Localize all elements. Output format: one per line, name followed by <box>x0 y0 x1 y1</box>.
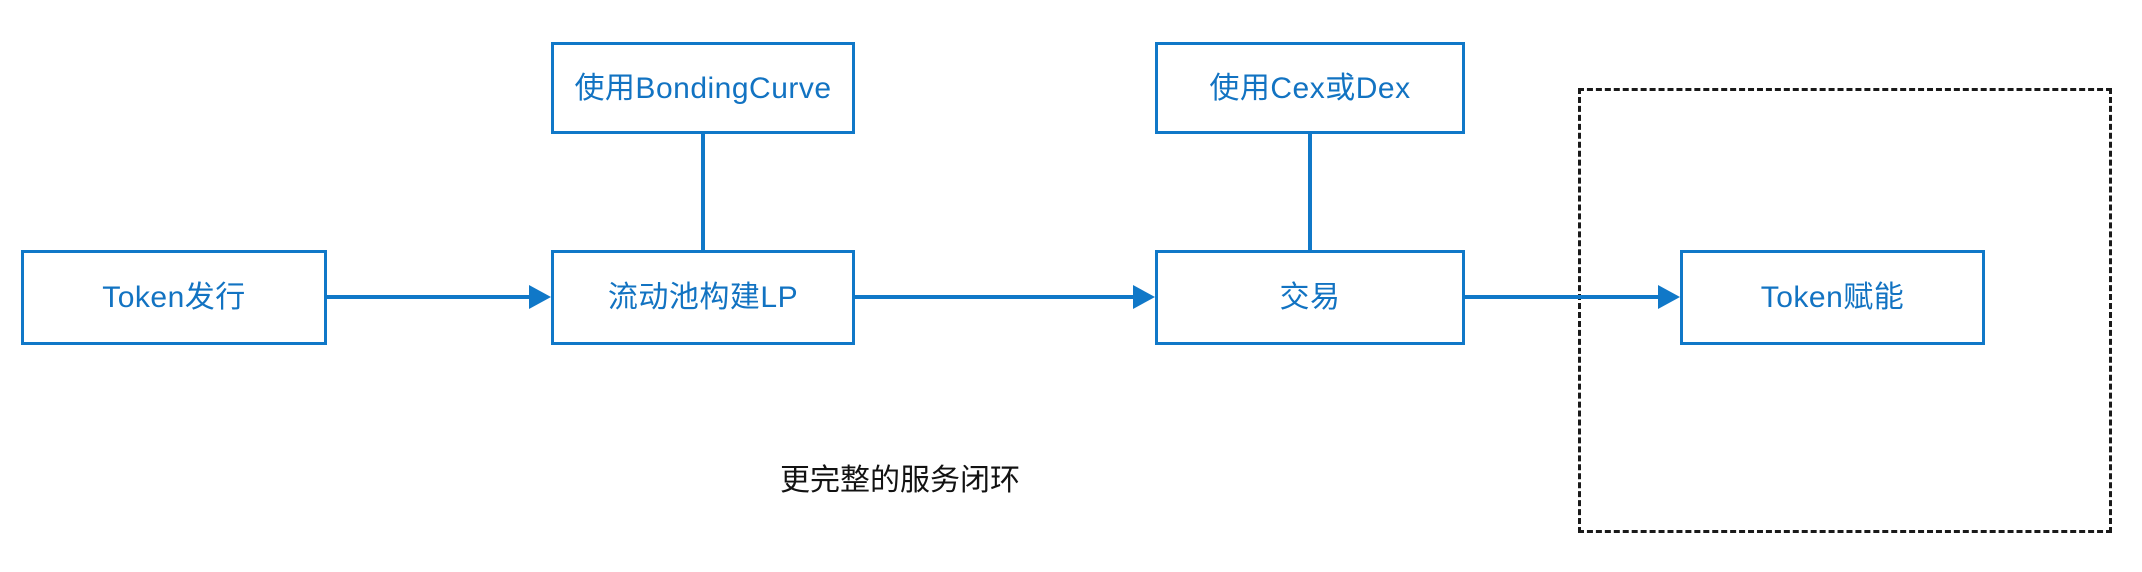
node-bonding-curve[interactable]: 使用BondingCurve <box>551 42 855 134</box>
node-label-cex-or-dex: 使用Cex或Dex <box>1209 71 1411 105</box>
arrowhead-icon-pool-to-trade <box>1133 285 1155 309</box>
connector-issue-to-pool <box>327 295 529 299</box>
node-label-trade: 交易 <box>1279 281 1341 314</box>
node-liquidity-pool[interactable]: 流动池构建LP <box>551 250 855 345</box>
node-token-utility[interactable]: Token赋能 <box>1680 250 1985 345</box>
arrowhead-icon-trade-to-utility <box>1658 285 1680 309</box>
node-token-issue[interactable]: Token发行 <box>21 250 327 345</box>
arrowhead-icon-issue-to-pool <box>529 285 551 309</box>
node-label-liquidity-pool: 流动池构建LP <box>607 281 799 314</box>
node-label-token-issue: Token发行 <box>102 281 246 314</box>
node-cex-or-dex[interactable]: 使用Cex或Dex <box>1155 42 1465 134</box>
connector-bondingcurve-to-pool <box>701 134 705 250</box>
node-trade[interactable]: 交易 <box>1155 250 1465 345</box>
service-loop-dashed-region <box>1578 88 2112 533</box>
connector-pool-to-trade <box>855 295 1133 299</box>
node-label-token-utility: Token赋能 <box>1760 281 1905 314</box>
connector-trade-to-utility <box>1465 295 1658 299</box>
diagram-caption: 更完整的服务闭环 <box>780 464 1020 497</box>
connector-cexdex-to-trade <box>1308 134 1312 250</box>
node-label-bonding-curve: 使用BondingCurve <box>574 71 832 105</box>
